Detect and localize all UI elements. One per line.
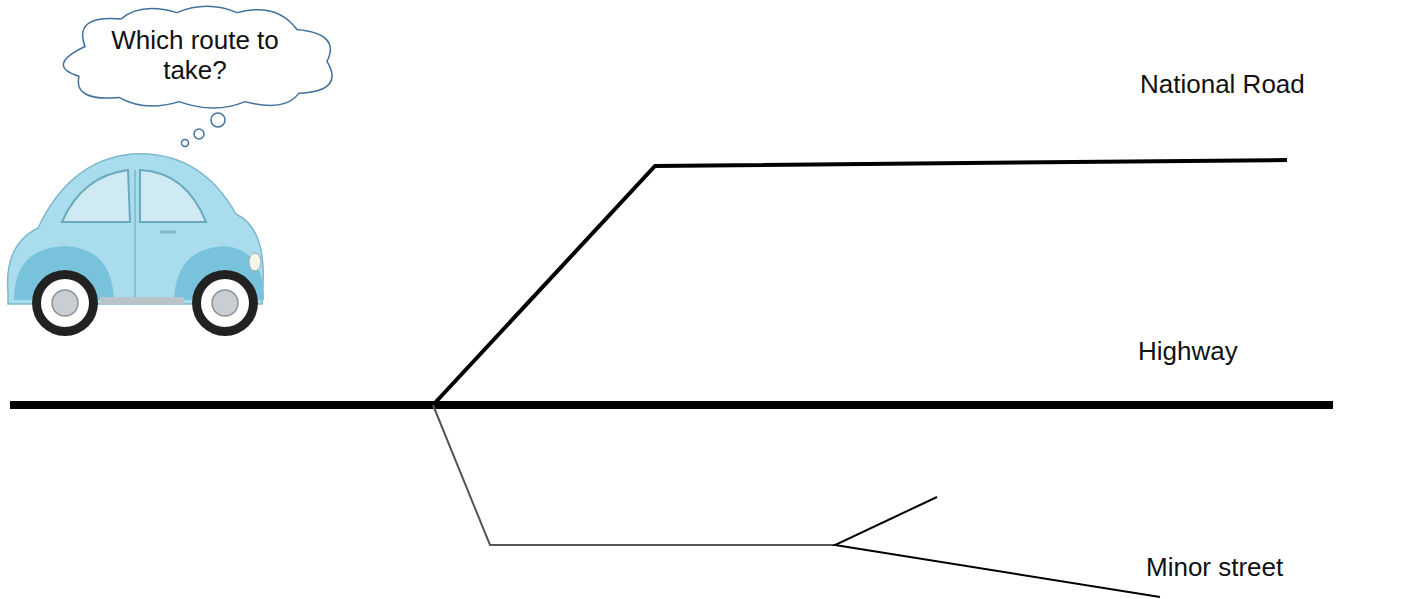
thought-bubble (211, 113, 225, 127)
car-tire (192, 270, 258, 336)
minor-street-fork (835, 497, 1160, 597)
car-illustration (8, 154, 264, 336)
minor-street-road (433, 405, 835, 545)
car-wheel (41, 279, 89, 327)
car-hubcap (52, 290, 78, 316)
national-road (433, 160, 1287, 405)
thought-bubble (182, 140, 189, 147)
car-wheel (201, 279, 249, 327)
cloud-shape (63, 6, 332, 108)
road-label: Minor street (1146, 552, 1283, 582)
road-label: Highway (1138, 336, 1238, 366)
car-hubcap (212, 290, 238, 316)
car-window (140, 170, 206, 222)
car-window (62, 170, 130, 222)
road-label: National Road (1140, 69, 1305, 99)
thought-bubble (194, 129, 204, 139)
car-door-handle (160, 231, 176, 234)
highway-road (10, 401, 1333, 409)
car-running-board (100, 297, 184, 304)
thought-cloud: Which route to take? (45, 2, 345, 108)
thought-text: Which route to take? (110, 25, 280, 85)
car-headlight (249, 253, 261, 271)
car-tire (32, 270, 98, 336)
car-door-line (134, 170, 136, 298)
